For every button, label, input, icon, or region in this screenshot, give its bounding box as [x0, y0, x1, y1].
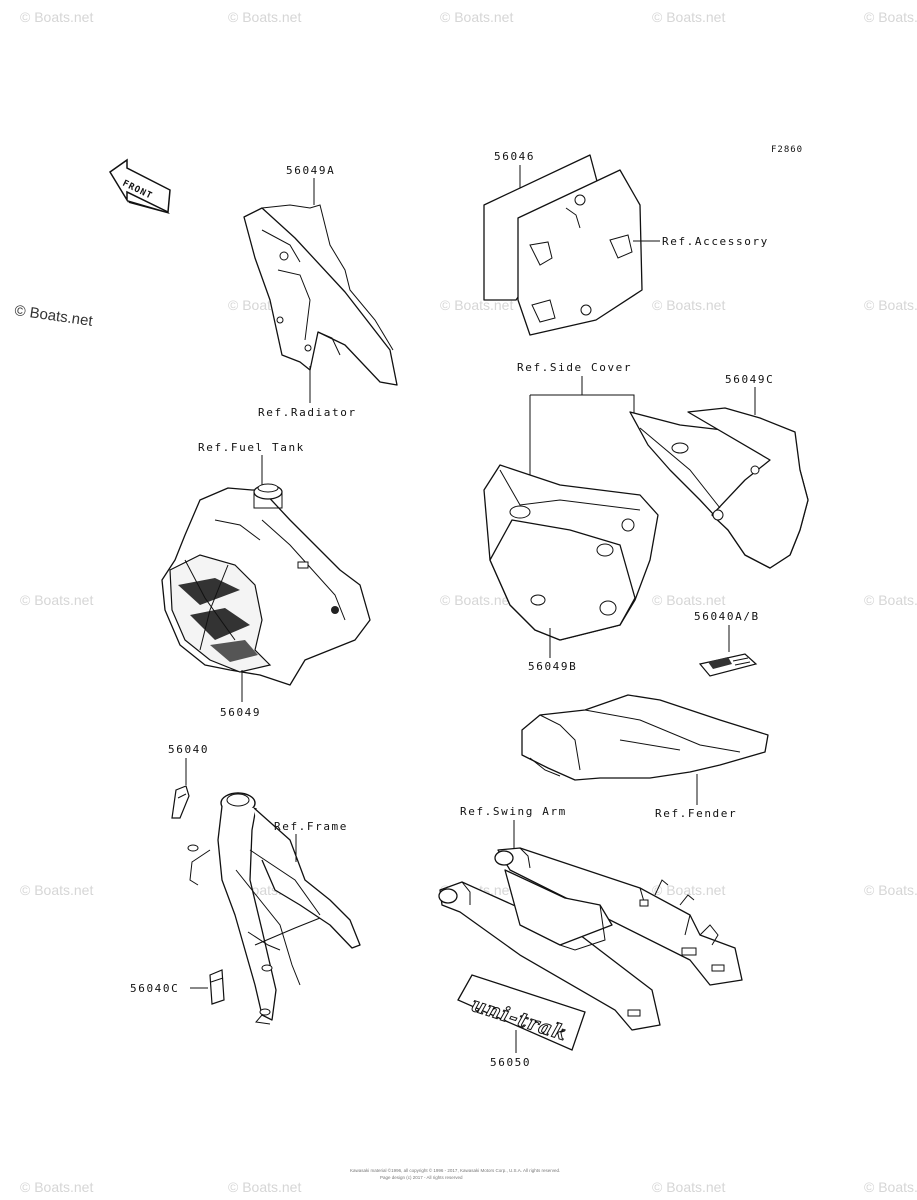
watermark: © Boats.net: [864, 9, 917, 25]
watermark: © Boats.net: [652, 1179, 725, 1195]
warning-label-56040AB: [698, 653, 758, 677]
ref-fender-label: Ref.Fender: [655, 807, 737, 820]
ref-radiator-label: Ref.Radiator: [258, 406, 357, 419]
watermark: © Boats.net: [440, 297, 513, 313]
front-arrow-icon: FRONT: [108, 158, 171, 214]
watermark: © Boats.net: [20, 882, 93, 898]
watermark: © Boats.net: [440, 592, 513, 608]
watermark: © Boats.net: [20, 592, 93, 608]
part-label-56049: 56049: [220, 706, 261, 719]
frame: [187, 792, 361, 1025]
part-label-56049B: 56049B: [528, 660, 577, 673]
ref-side-cover-label: Ref.Side Cover: [517, 361, 632, 374]
part-label-56040C: 56040C: [130, 982, 179, 995]
watermark: © Boats.net: [228, 1179, 301, 1195]
number-plate-decal-56046: [483, 154, 643, 336]
rear-fender: [521, 694, 769, 781]
watermark: © Boats.net: [864, 882, 917, 898]
watermark: © Boats.net: [864, 592, 917, 608]
watermark: © Boats.net: [652, 882, 725, 898]
copyright-line-1: Kawasaki material ©1996, all copyright ©…: [350, 1167, 560, 1173]
part-label-56050: 56050: [490, 1056, 531, 1069]
side-cover-right-56049C: [629, 407, 809, 569]
brand-watermark: © Boats.net: [13, 302, 94, 330]
uni-trak-decal-56050: uni-trak: [457, 974, 586, 1051]
part-label-56040AB: 56040A/B: [694, 610, 760, 623]
ref-fuel-tank-label: Ref.Fuel Tank: [198, 441, 305, 454]
part-label-56040: 56040: [168, 743, 209, 756]
figure-code: F2860: [771, 145, 803, 155]
part-label-56049C: 56049C: [725, 373, 774, 386]
ref-accessory-label: Ref.Accessory: [662, 235, 769, 248]
side-cover-left-56049B: [483, 464, 659, 641]
watermark: © Boats.net: [864, 1179, 917, 1195]
watermark: © Boats.net: [440, 9, 513, 25]
copyright-line-2: Page design (c) 2017 - All rights reserv…: [380, 1175, 463, 1180]
part-label-56046: 56046: [494, 150, 535, 163]
fuel-tank-56049: [161, 483, 371, 686]
watermark: © Boats.net: [228, 9, 301, 25]
decal-56040: [171, 785, 190, 819]
watermark: © Boats.net: [20, 9, 93, 25]
ref-frame-label: Ref.Frame: [274, 820, 348, 833]
watermark: © Boats.net: [652, 297, 725, 313]
part-label-56049A: 56049A: [286, 164, 335, 177]
watermark: © Boats.net: [652, 9, 725, 25]
watermark: © Boats.net: [864, 297, 917, 313]
watermark: © Boats.net: [652, 592, 725, 608]
decal-56040C: [209, 969, 225, 1005]
ref-swing-arm-label: Ref.Swing Arm: [460, 805, 567, 818]
radiator-shroud-decal-56049A: [243, 204, 398, 386]
swing-arm: [438, 847, 743, 1031]
watermark: © Boats.net: [20, 1179, 93, 1195]
